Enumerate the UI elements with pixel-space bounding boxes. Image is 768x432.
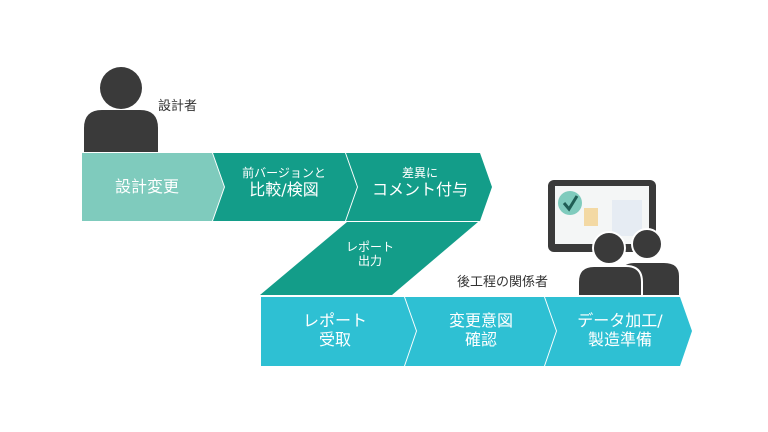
step-receive-line1: レポート xyxy=(302,311,367,330)
monitor-icon xyxy=(548,180,656,252)
step-prepare-line1: データ加工/ xyxy=(577,311,663,330)
step-receive: レポート 受取 xyxy=(263,311,407,349)
step-compare: 前バージョンと 比較/検図 xyxy=(222,166,346,200)
report-output-shape xyxy=(260,222,478,295)
step-design-change: 設計変更 xyxy=(114,177,179,196)
step-confirm-shape xyxy=(405,297,556,366)
report-output-line2: 出力 xyxy=(357,254,382,269)
step-design-change-shape xyxy=(82,153,224,221)
step-receive-shape xyxy=(261,297,416,366)
step-confirm-line1: 変更意図 xyxy=(448,311,513,330)
report-output-line1: レポート xyxy=(345,240,394,254)
report-output: レポート 出力 xyxy=(325,240,415,269)
step-comment-shape xyxy=(346,153,492,221)
step-confirm-line2: 確認 xyxy=(464,330,497,350)
step-comment-main: コメント付与 xyxy=(371,180,468,200)
step-prepare-shape xyxy=(545,297,692,366)
step-compare-shape xyxy=(213,153,357,221)
step-receive-line2: 受取 xyxy=(318,330,351,350)
step-comment-sub: 差異に xyxy=(401,166,438,180)
step-compare-sub: 前バージョンと xyxy=(242,166,326,180)
step-comment: 差異に コメント付与 xyxy=(356,166,484,200)
step-prepare: データ加工/ 製造準備 xyxy=(553,311,687,349)
downstream-people-icon xyxy=(577,228,681,297)
designer-person-icon xyxy=(84,67,158,152)
downstream-label: 後工程の関係者 xyxy=(457,275,549,290)
step-prepare-line2: 製造準備 xyxy=(587,330,652,350)
step-confirm: 変更意図 確認 xyxy=(413,311,549,349)
step-compare-main: 比較/検図 xyxy=(249,180,319,200)
designer-label: 設計者 xyxy=(158,99,198,114)
